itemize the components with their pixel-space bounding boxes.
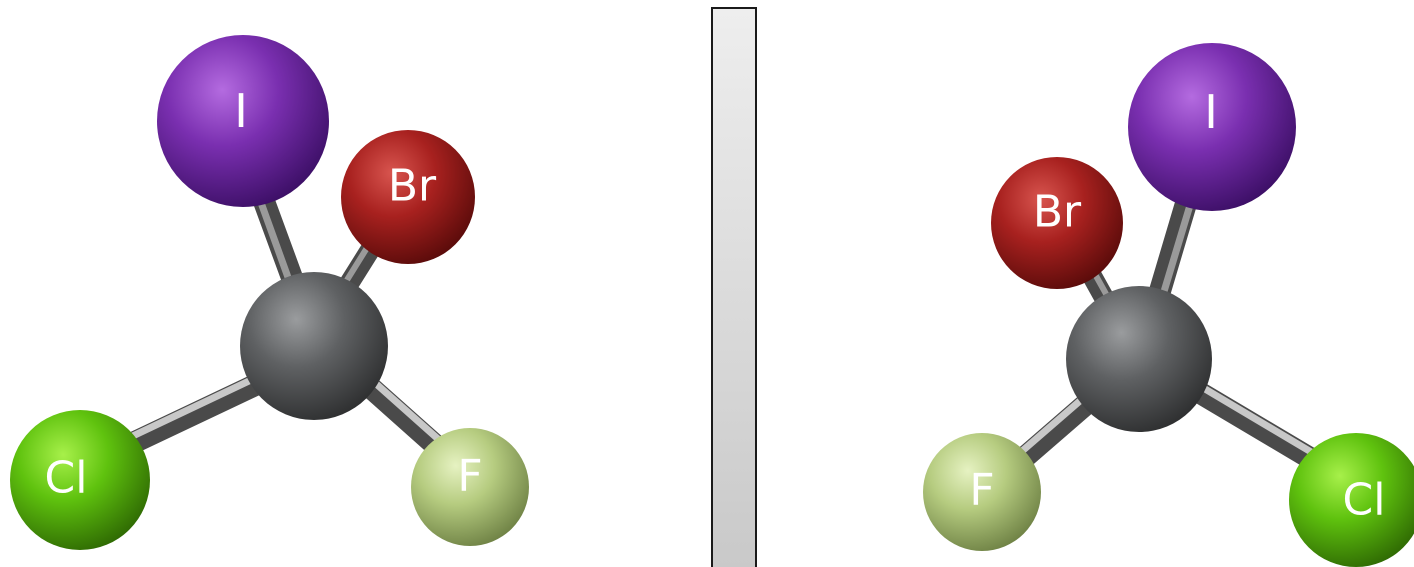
- mirror-plane: [711, 7, 757, 567]
- bond-c-cl: [107, 367, 281, 461]
- left-molecule: I Br Cl F: [10, 35, 529, 550]
- iodine-sphere: [1128, 43, 1296, 211]
- left-iodine-atom: I: [157, 35, 329, 207]
- chlorine-sphere: [1289, 433, 1414, 567]
- right-carbon-atom: [1066, 286, 1212, 432]
- chlorine-sphere: [10, 410, 150, 550]
- bromine-sphere: [991, 157, 1123, 289]
- bromine-label: Br: [388, 161, 437, 212]
- fluorine-sphere: [411, 428, 529, 546]
- bromine-label: Br: [1033, 187, 1082, 238]
- left-chlorine-atom: Cl: [10, 410, 150, 550]
- bromine-sphere: [341, 130, 475, 264]
- chlorine-label: Cl: [45, 453, 88, 504]
- left-bromine-atom: Br: [341, 130, 475, 264]
- right-fluorine-atom: F: [923, 433, 1041, 551]
- iodine-label: I: [234, 84, 248, 138]
- carbon-sphere: [1066, 286, 1212, 432]
- fluorine-label: F: [457, 451, 482, 502]
- right-iodine-atom: I: [1128, 43, 1296, 211]
- right-chlorine-atom: Cl: [1289, 433, 1414, 567]
- chlorine-label: Cl: [1343, 475, 1386, 526]
- left-bonds: [107, 174, 463, 471]
- left-fluorine-atom: F: [411, 428, 529, 546]
- right-molecule: I Br F Cl: [923, 43, 1414, 567]
- iodine-label: I: [1204, 85, 1218, 139]
- bond-c-cl-highlight: [112, 368, 272, 448]
- carbon-sphere: [240, 272, 388, 420]
- left-carbon-atom: [240, 272, 388, 420]
- iodine-sphere: [157, 35, 329, 207]
- fluorine-label: F: [969, 465, 994, 516]
- right-bromine-atom: Br: [991, 157, 1123, 289]
- fluorine-sphere: [923, 433, 1041, 551]
